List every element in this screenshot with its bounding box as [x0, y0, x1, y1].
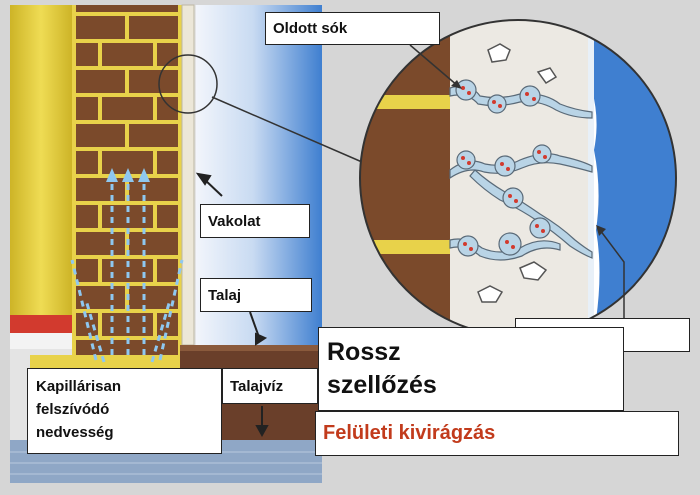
label-rossz-line1: Rossz [327, 338, 401, 366]
red-damp-band [10, 315, 72, 333]
capillary-arrows [70, 180, 184, 363]
label-rossz-szellozes: Rossz szellőzés [318, 327, 624, 411]
label-vakolat: Vakolat [200, 204, 310, 238]
capillary-arrowheads [106, 168, 150, 182]
label-kapillaris: Kapillárisan felszívódó nedvesség [27, 368, 222, 454]
pointer-arrows [195, 172, 269, 438]
label-kapillaris-line3: nedvesség [36, 424, 114, 441]
soil-surface [180, 345, 322, 351]
label-rossz-line2: szellőzés [327, 371, 437, 399]
oldott-sok-leader [409, 44, 459, 87]
footing-top [30, 355, 180, 369]
kivirágzás-arrowhead [596, 225, 606, 236]
white-band [10, 333, 72, 349]
label-talaj: Talaj [200, 278, 312, 312]
label-talajviz: Talajvíz [222, 368, 318, 404]
oldott-sok-arrowhead [451, 80, 462, 89]
zoom-link-line [211, 96, 363, 163]
label-feluleti-kivirágzás: Felületi kivirágzás [315, 411, 679, 456]
zoom-indicator-circle [158, 54, 218, 114]
label-kapillaris-line1: Kapillárisan [36, 378, 122, 395]
label-oldott-sok: Oldott sók [265, 12, 440, 45]
label-kapillaris-line2: felszívódó [36, 401, 110, 418]
kivirágzás-leader [599, 229, 625, 318]
yellow-wall [10, 5, 72, 315]
